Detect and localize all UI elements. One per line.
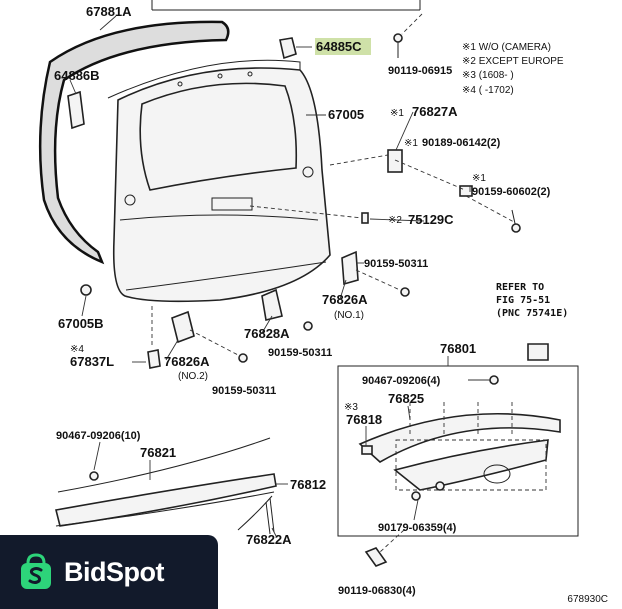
- weatherstrip-67881A: [38, 20, 230, 265]
- handle-bracket-76826A-no1: [341, 250, 410, 297]
- bracket-64886B: [67, 90, 85, 130]
- mark-3: ※3: [344, 402, 358, 413]
- bidspot-watermark: BidSpot: [0, 535, 218, 609]
- label-64886B: 64886B: [54, 68, 100, 83]
- label-90159-50311-c: 90159-50311: [212, 385, 276, 397]
- mark-1a: ※1: [390, 108, 404, 119]
- hinge-76827A: [329, 149, 521, 233]
- label-90467-09206-10: 90467-09206(10): [56, 430, 141, 442]
- label-76822A: 76822A: [246, 532, 292, 547]
- label-67881A: 67881A: [86, 4, 132, 19]
- label-75129C: 75129C: [408, 212, 454, 227]
- label-76812: 76812: [290, 477, 326, 492]
- mark-1b: ※1: [404, 138, 418, 149]
- label-76826A-no1: 76826A: [322, 292, 368, 307]
- label-76801: 76801: [440, 341, 476, 356]
- note-2: ※2 EXCEPT EUROPE: [462, 56, 564, 67]
- label-67005B: 67005B: [58, 316, 104, 331]
- bolt-76828A: [303, 321, 313, 331]
- lower-right-assembly-box: [337, 343, 579, 537]
- garnish-76812: [55, 437, 277, 535]
- cushion-67837L: [147, 349, 161, 369]
- label-90159-60602: 90159-60602(2): [472, 186, 551, 198]
- bracket-64885C: [279, 37, 297, 60]
- note-1: ※1 W/O (CAMERA): [462, 42, 551, 53]
- label-90467-09206-4: 90467-09206(4): [362, 375, 441, 387]
- label-90119-06830: 90119-06830(4): [338, 585, 416, 597]
- label-76827A: 76827A: [412, 104, 458, 119]
- label-76826A-no2: 76826A: [164, 354, 210, 369]
- emblem-75129C: [249, 205, 369, 224]
- label-76828A: 76828A: [244, 326, 290, 341]
- label-64885C: 64885C: [316, 39, 362, 54]
- refer-line1: REFER TO: [496, 282, 544, 293]
- handle-bracket-76826A-no2: [171, 310, 195, 344]
- note-4: ※4 ( -1702): [462, 85, 514, 96]
- shopping-bag-logo-icon: [21, 553, 51, 589]
- stopper-67005B: [80, 284, 92, 296]
- watermark-brand: BidSpot: [64, 556, 164, 587]
- upper-figure-edge: [151, 0, 421, 11]
- mark-1c: ※1: [472, 173, 486, 184]
- label-highlight: [315, 38, 371, 55]
- note-3: ※3 (1608- ): [462, 70, 514, 81]
- leader-lines: [69, 15, 490, 537]
- label-67005: 67005: [328, 107, 364, 122]
- bolt-90119-06915: [393, 13, 423, 58]
- figure-code: 678930C: [567, 594, 608, 605]
- back-door-panel-67005: [107, 59, 331, 303]
- label-76825: 76825: [388, 391, 424, 406]
- label-90119-06915: 90119-06915: [388, 65, 452, 77]
- refer-line2: FIG 75-51: [496, 295, 550, 306]
- refer-line3: (PNC 75741E): [496, 308, 568, 319]
- sublabel-no2: (NO.2): [178, 371, 208, 382]
- mark-4: ※4: [70, 344, 84, 355]
- label-90159-50311-a: 90159-50311: [364, 258, 428, 270]
- bolt-90159-50311-c: [238, 353, 248, 363]
- sublabel-no1: (NO.1): [334, 310, 364, 321]
- label-90179-06359: 90179-06359(4): [378, 522, 457, 534]
- bolt-90119-06830: [364, 529, 405, 567]
- label-76821: 76821: [140, 445, 176, 460]
- mark-2: ※2: [388, 215, 402, 226]
- label-90189-06142: 90189-06142(2): [422, 137, 501, 149]
- label-90159-50311-b: 90159-50311: [268, 347, 332, 359]
- label-76818: 76818: [346, 412, 382, 427]
- bracket-76828A: [261, 288, 283, 321]
- label-67837L: 67837L: [70, 354, 114, 369]
